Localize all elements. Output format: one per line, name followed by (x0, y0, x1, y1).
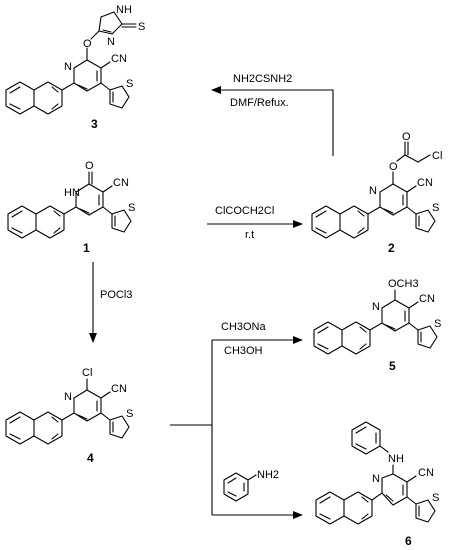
compound-number-1: 1 (83, 241, 90, 255)
nitrile-label: CN (111, 53, 127, 65)
amine-nh: NH (388, 453, 404, 465)
thiophene-sulfur: S (126, 408, 133, 420)
reagent-aniline: NH2 (223, 469, 279, 502)
reagent-sodium-methoxide: CH3ONa (221, 321, 267, 333)
compound-number-5: 5 (389, 359, 396, 373)
thione-sulfur: S (138, 21, 145, 33)
chlorine-label: Cl (432, 150, 442, 162)
imidazoline-nh: NH (116, 4, 132, 16)
condition-room-temp: r.t (245, 229, 254, 241)
aniline-amine-label: NH2 (257, 469, 279, 481)
nh-label: HN (64, 187, 80, 199)
thiophene-sulfur: S (434, 318, 441, 330)
compound-6: NH N CN S 6 (315, 421, 439, 548)
nitrile-label: CN (418, 467, 434, 479)
compound-number-3: 3 (91, 117, 98, 131)
arrow-1-to-2: ClCOCH2Cl r.t (207, 205, 303, 241)
thiophene-ring (111, 209, 132, 233)
thiophene-sulfur: S (432, 202, 439, 214)
nitrile-label: CN (113, 177, 129, 189)
naphthalene-ring (7, 205, 65, 239)
pyridine-nitrogen: N (372, 301, 380, 313)
pyridine-nitrogen: N (372, 473, 380, 485)
thiophene-sulfur: S (126, 78, 133, 90)
reagent-pocl3: POCl3 (100, 289, 132, 301)
arrow-2-to-3: NH2CSNH2 DMF/Refux. (211, 73, 334, 156)
compound-5: N OCH3 CN S 5 (313, 278, 441, 373)
pyridine-nitrogen: N (64, 391, 72, 403)
compound-number-2: 2 (388, 241, 395, 255)
compound-4: N Cl CN S 4 (5, 367, 133, 465)
imidazoline-n: N (107, 36, 115, 48)
compound-number-6: 6 (405, 534, 412, 548)
methoxy-label: OCH3 (388, 278, 419, 290)
compound-number-4: 4 (87, 451, 94, 465)
compound-3: N O NH N S CN S 3 (5, 4, 145, 131)
arrow-4-to-5-and-6: CH3ONa CH3OH NH2 (170, 321, 303, 519)
nitrile-label: CN (111, 383, 127, 395)
compound-1: O HN CN S 1 (7, 160, 135, 255)
thiophene-sulfur: S (432, 492, 439, 504)
chlorine-label: Cl (82, 367, 92, 379)
condition-dmf-reflux: DMF/Refux. (230, 97, 289, 109)
pyridine-nitrogen: N (64, 61, 72, 73)
arrow-1-to-4: POCl3 (89, 262, 132, 343)
carbonyl-oxygen: O (85, 160, 94, 172)
ester-oxygen: O (389, 161, 398, 173)
nitrile-label: CN (417, 177, 433, 189)
reagent-methanol: CH3OH (224, 345, 263, 357)
ether-oxygen: O (83, 38, 92, 50)
reagent-chloroacetyl-chloride: ClCOCH2Cl (215, 205, 274, 217)
pyridine-nitrogen: N (369, 185, 377, 197)
carbonyl-oxygen: O (402, 131, 411, 143)
compound-2: N O O Cl CN S 2 (311, 131, 442, 255)
nitrile-label: CN (419, 293, 435, 305)
thiophene-sulfur: S (128, 202, 135, 214)
reagent-thiourea: NH2CSNH2 (233, 73, 292, 85)
pyridinone-ring (75, 183, 104, 216)
